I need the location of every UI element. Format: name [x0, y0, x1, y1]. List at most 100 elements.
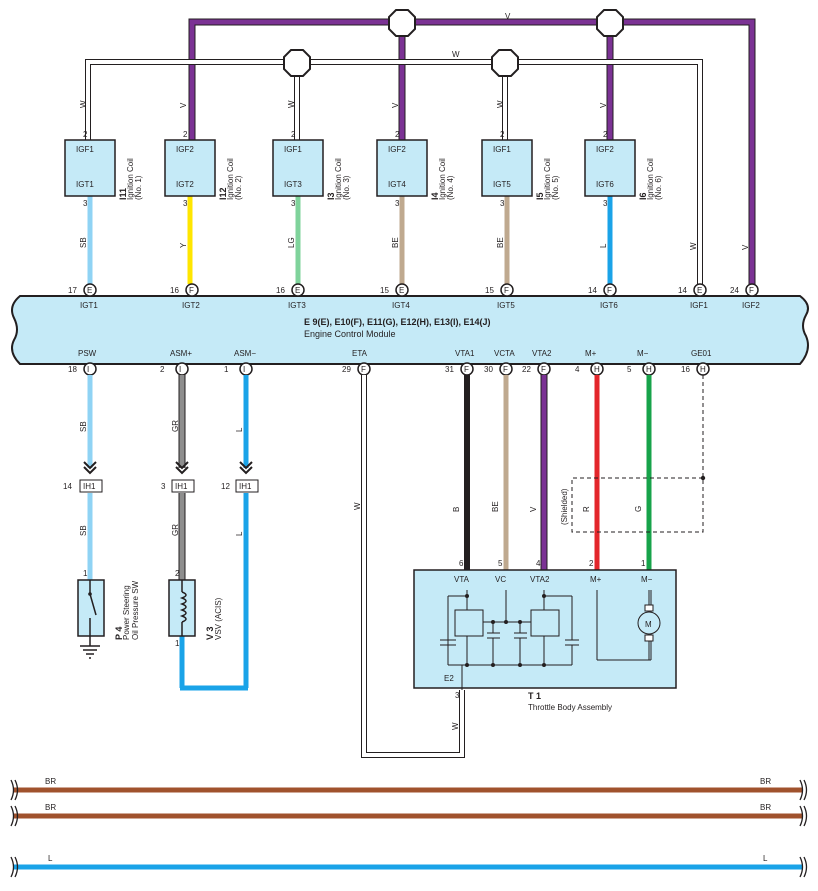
- coil-in-wire-label: V: [179, 102, 188, 108]
- coil-name2: (No. 6): [654, 175, 663, 200]
- br-line-2-left: BR: [45, 803, 56, 812]
- ecm-bottom-pin-circle-letter: F: [464, 365, 469, 374]
- throttle-wires: (Shielded): [464, 375, 706, 570]
- ecm-bottom-pin-name: VCTA: [494, 349, 515, 358]
- ecm-top-pin-circle-letter: F: [189, 286, 194, 295]
- ecm-bottom-pin-num: 1: [224, 365, 229, 374]
- throttle-pin-1: VTA: [454, 575, 470, 584]
- throttle-pin-5: M−: [641, 575, 653, 584]
- throttle-pin-2: VC: [495, 575, 506, 584]
- coil-bottom-pin: IGT4: [388, 180, 406, 189]
- coil-name1: Ignition Coil: [126, 158, 135, 200]
- ecm-bottom-pin-circle-letter: H: [594, 365, 600, 374]
- coil-name1: Ignition Coil: [334, 158, 343, 200]
- throttle-pin-3: VTA2: [530, 575, 550, 584]
- ecm-top-pin-circle: F: [603, 283, 617, 297]
- ecm-top-pins: E17IGT1F16IGT2E16IGT3E15IGT4F15IGT5F14IG…: [68, 283, 760, 310]
- ground-icon: [80, 645, 100, 659]
- psw-upper-wire-label: SB: [79, 421, 88, 432]
- coil-bottom-pin-num: 3: [500, 199, 505, 208]
- ecm-bottom-pin-num: 4: [575, 365, 580, 374]
- coil-bottom-pin: IGT5: [493, 180, 511, 189]
- e2-wire-label: W: [451, 722, 460, 730]
- ecm-bottom-pin-circle: I: [83, 362, 97, 376]
- l-line-left: L: [48, 854, 53, 863]
- coil-ref: I4: [430, 192, 440, 200]
- ecm-top-pin-circle-letter: E: [697, 286, 702, 295]
- coil-ref: I6: [638, 192, 648, 200]
- coil-top-pin: IGF2: [596, 145, 614, 154]
- asm-minus-lower-wire-label: L: [235, 531, 244, 536]
- br-line-2-right: BR: [760, 803, 771, 812]
- shielded-label: (Shielded): [560, 488, 569, 525]
- coil-bottom-pin-num: 3: [603, 199, 608, 208]
- ecm-bottom-pin-circle-letter: F: [541, 365, 546, 374]
- ecm-top-pin-circle-letter: E: [399, 286, 404, 295]
- ecm-bottom-pin-name: ASM−: [234, 349, 256, 358]
- ecm-top-pin-num: 15: [380, 286, 389, 295]
- motor-label: M: [645, 620, 652, 629]
- ecm-bottom-pin-circle-letter: H: [700, 365, 706, 374]
- ecm-top-pin-circle-letter: F: [504, 286, 509, 295]
- e2-pin-num: 3: [455, 691, 460, 700]
- ecm-bottom-pin-circle: F: [460, 362, 474, 376]
- ecm-bottom-pin-circle: H: [590, 362, 604, 376]
- ecm-top-pin-circle: F: [185, 283, 199, 297]
- ecm-top-pin-name: IGF2: [742, 301, 760, 310]
- coil-ref: I12: [218, 187, 228, 200]
- coil-bottom-pin: IGT6: [596, 180, 614, 189]
- psw-lower-wire-label: SB: [79, 525, 88, 536]
- eta-wire-label: W: [353, 502, 362, 510]
- coil-in-wire-label: V: [391, 102, 400, 108]
- throttle-wire-label: V: [529, 506, 538, 512]
- coil-top-pin-num: 2: [395, 130, 400, 139]
- splice-v-2: [596, 9, 624, 37]
- coil-in-wire-label: W: [287, 100, 296, 108]
- coil-out-wire-label: BE: [496, 237, 505, 248]
- ecm-bottom-pin-circle: F: [499, 362, 513, 376]
- ecm-right-w-label: W: [689, 242, 698, 250]
- ecm-top-pin-num: 15: [485, 286, 494, 295]
- ecm-bottom-pin-circle: H: [642, 362, 656, 376]
- top-v-label: V: [505, 12, 511, 21]
- ecm-bottom-pin-circle: F: [357, 362, 371, 376]
- coil-name1: Ignition Coil: [438, 158, 447, 200]
- coil-out-wire-label: L: [599, 243, 608, 248]
- asm-plus-upper-wire-label: GR: [171, 420, 180, 432]
- coil-name1: Ignition Coil: [226, 158, 235, 200]
- asm-plus-dev-pin: 2: [175, 569, 180, 578]
- coil-bottom-pin-num: 3: [83, 199, 88, 208]
- ecm-bottom-pin-num: 18: [68, 365, 77, 374]
- ecm-top-pin-name: IGF1: [690, 301, 708, 310]
- throttle-wire-pin-num: 1: [641, 559, 646, 568]
- coil-top-pin: IGF2: [176, 145, 194, 154]
- coil-in-wire-label: W: [496, 100, 505, 108]
- eta-wire: W W 3: [353, 375, 465, 758]
- ecm-top-pin-name: IGT1: [80, 301, 98, 310]
- v3-name1: VSV (ACIS): [214, 597, 223, 640]
- ecm-top-pin-name: IGT5: [497, 301, 515, 310]
- throttle-wire-pin-num: 5: [498, 559, 503, 568]
- splice-w-2: [491, 49, 519, 77]
- p4-switch: [77, 579, 105, 637]
- ecm-bottom-pin-circle-letter: I: [179, 365, 181, 374]
- coil-name1: Ignition Coil: [646, 158, 655, 200]
- coil-bottom-pin-num: 3: [395, 199, 400, 208]
- throttle-wire-pin-num: 2: [589, 559, 594, 568]
- ecm-bottom-pin-circle-letter: I: [87, 365, 89, 374]
- asm-minus-circuit: L L IH1 12: [179, 375, 259, 691]
- coil-bottom-pin: IGT1: [76, 180, 94, 189]
- throttle-pin-4: M+: [590, 575, 602, 584]
- ecm-bottom-pin-num: 2: [160, 365, 165, 374]
- ecm-bottom-pin-num: 30: [484, 365, 493, 374]
- e2-label: E2: [444, 674, 454, 683]
- throttle-wire-pin-num: 4: [536, 559, 541, 568]
